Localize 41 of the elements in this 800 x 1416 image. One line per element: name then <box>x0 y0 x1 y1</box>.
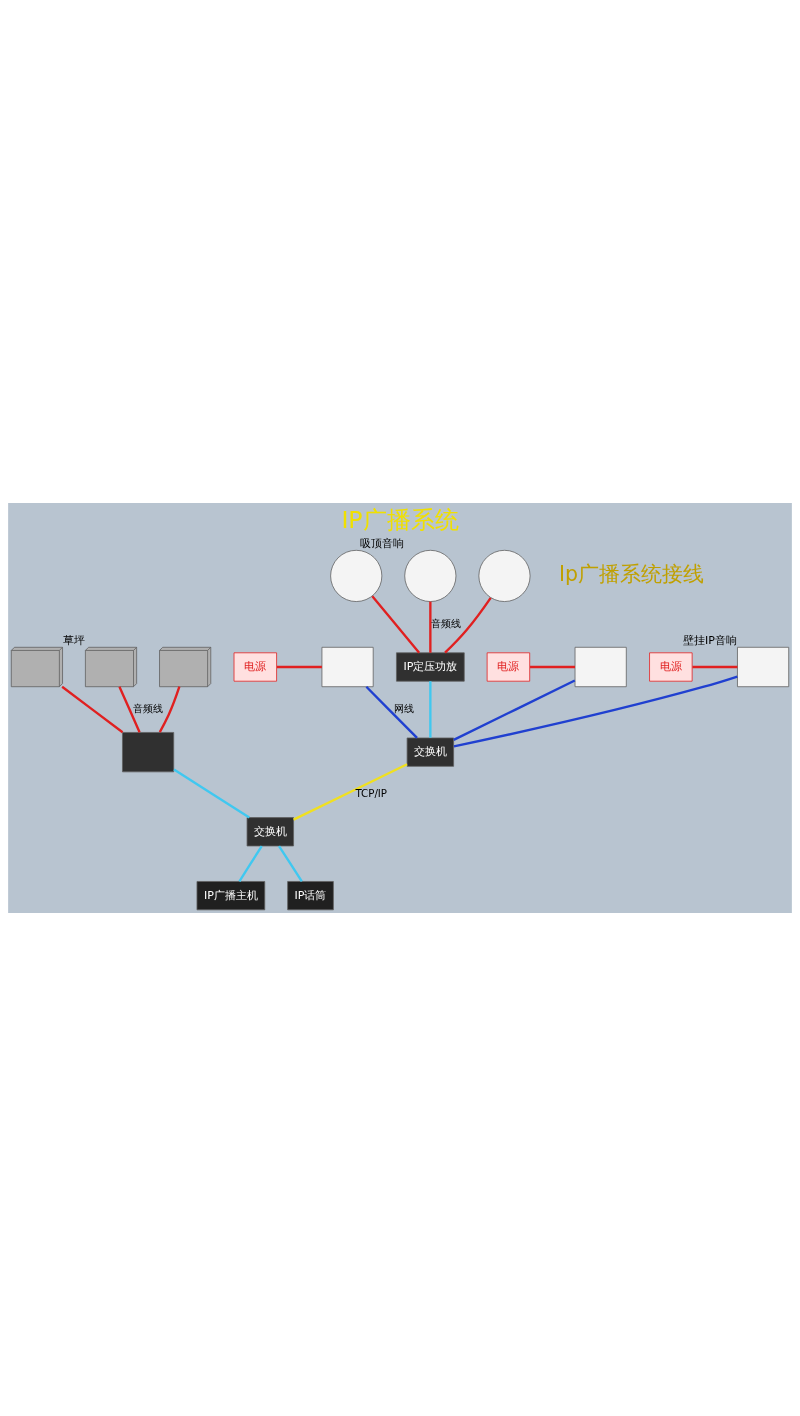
connector <box>429 601 432 653</box>
node-box: 电源 <box>486 652 531 682</box>
connector <box>365 685 418 739</box>
node-box <box>737 646 790 688</box>
connector <box>429 681 432 738</box>
connector <box>453 679 576 741</box>
label: Ip广播系统接线 <box>558 561 704 586</box>
node-label: 吸顶音响 <box>359 537 404 551</box>
connector <box>371 595 421 654</box>
node-label: 壁挂IP音响 <box>682 634 737 648</box>
node-circle <box>478 549 531 602</box>
edge-label: 音频线 <box>430 617 461 630</box>
node-box: 电源 <box>649 652 693 682</box>
node-box <box>321 646 374 688</box>
node-box: IP话筒 <box>287 881 334 911</box>
connector <box>276 665 322 669</box>
connector <box>692 665 738 669</box>
node-box: 电源 <box>233 652 277 682</box>
node-box: IP定压功放 <box>396 652 465 682</box>
edge-label: 音频线 <box>132 702 163 715</box>
node-box <box>122 732 175 773</box>
connector <box>278 845 303 882</box>
diagram-title: IP广播系统 <box>341 506 459 535</box>
node-box: 交换机 <box>246 817 294 847</box>
connector <box>158 686 181 733</box>
edge-label: TCP/IP <box>355 787 388 800</box>
connector <box>173 768 250 819</box>
connector <box>453 675 738 748</box>
edge-label: 网线 <box>394 702 415 715</box>
connector <box>118 686 141 733</box>
connector <box>530 665 575 669</box>
connector <box>444 597 492 654</box>
node-box <box>574 646 627 688</box>
node-circle <box>330 549 383 602</box>
connector <box>61 685 124 734</box>
connector <box>293 763 408 821</box>
node-box: 交换机 <box>406 737 454 767</box>
connector <box>238 845 263 882</box>
node-circle <box>404 549 457 602</box>
node-label: 草坪 <box>62 634 85 648</box>
node-box: IP广播主机 <box>196 881 266 911</box>
